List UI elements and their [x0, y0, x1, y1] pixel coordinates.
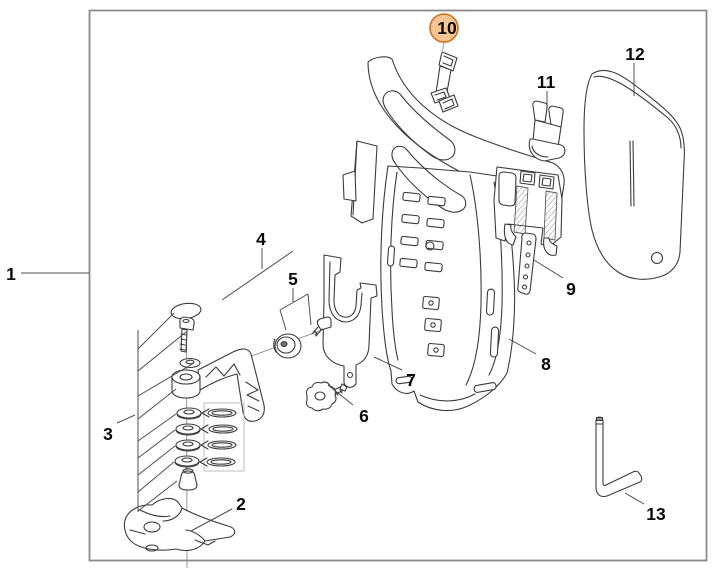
callout-8[interactable]: 8 — [508, 338, 551, 374]
callout-2[interactable]: 2 — [190, 494, 246, 532]
callout-5[interactable]: 5 — [279, 269, 312, 331]
backplate-strap-slots — [386, 191, 446, 273]
callout-5-label[interactable]: 5 — [288, 269, 298, 289]
part-lower-bracket — [123, 497, 236, 552]
grommet — [178, 470, 198, 491]
o-rings — [206, 408, 238, 467]
part-clip-10 — [430, 51, 459, 113]
callout-10[interactable]: 10 — [429, 13, 459, 55]
callout-12-label[interactable]: 12 — [625, 44, 645, 64]
part-fork-plate — [322, 254, 378, 388]
callout-10-highlight-circle[interactable] — [429, 13, 459, 43]
callout-4-leader — [221, 248, 294, 301]
part-buckle-clip-11 — [528, 100, 566, 162]
callout-7[interactable]: 7 — [373, 356, 416, 390]
diagram-border — [88, 9, 708, 562]
callout-2-leader — [190, 508, 233, 532]
o-ring-box — [203, 402, 245, 472]
part-pivot-arm — [171, 348, 265, 422]
callout-6-label[interactable]: 6 — [359, 406, 369, 426]
callout-1-label[interactable]: 1 — [6, 264, 16, 284]
callout-3-label[interactable]: 3 — [103, 424, 113, 444]
part-star-knob-bolt — [306, 381, 348, 412]
callout-12[interactable]: 12 — [625, 44, 645, 96]
callout-6[interactable]: 6 — [327, 384, 369, 426]
callout-9-label[interactable]: 9 — [566, 279, 576, 299]
callout-8-leader — [508, 338, 537, 355]
callout-8-label[interactable]: 8 — [541, 354, 551, 374]
callout-11-label[interactable]: 11 — [537, 72, 556, 92]
callout-3[interactable]: 3 — [103, 312, 195, 512]
backplate-lower-slots — [395, 288, 500, 393]
callout-9-leader — [533, 259, 564, 279]
callout-3-bracket — [137, 312, 195, 512]
callout-10-label[interactable]: 10 — [437, 18, 457, 38]
callout-5-leader — [279, 288, 312, 331]
washer — [175, 423, 201, 436]
callout-3-leader — [116, 414, 136, 424]
callout-7-label[interactable]: 7 — [406, 370, 416, 390]
callout-2-label[interactable]: 2 — [236, 494, 246, 514]
part-back-pad — [583, 69, 685, 280]
washer — [175, 439, 201, 452]
callout-4-label[interactable]: 4 — [256, 229, 266, 249]
callout-1[interactable]: 1 — [6, 264, 89, 284]
callout-11[interactable]: 11 — [537, 72, 556, 107]
callout-13-label[interactable]: 13 — [646, 504, 666, 524]
part-allen-key — [595, 416, 643, 498]
part-backplate-frame — [342, 56, 565, 411]
callout-13-leader — [624, 492, 645, 505]
washer — [176, 407, 202, 420]
part-adjuster-strip — [517, 232, 537, 295]
callout-4[interactable]: 4 — [221, 229, 294, 301]
part-disc-and-screw — [273, 316, 332, 359]
backplate-buckle — [493, 166, 563, 256]
callout-9[interactable]: 9 — [533, 259, 576, 299]
callout-6-leader — [327, 384, 354, 406]
washer — [174, 455, 200, 468]
callout-13[interactable]: 13 — [624, 492, 666, 524]
callout-7-leader — [373, 356, 403, 371]
callout-10-leader — [441, 41, 445, 55]
